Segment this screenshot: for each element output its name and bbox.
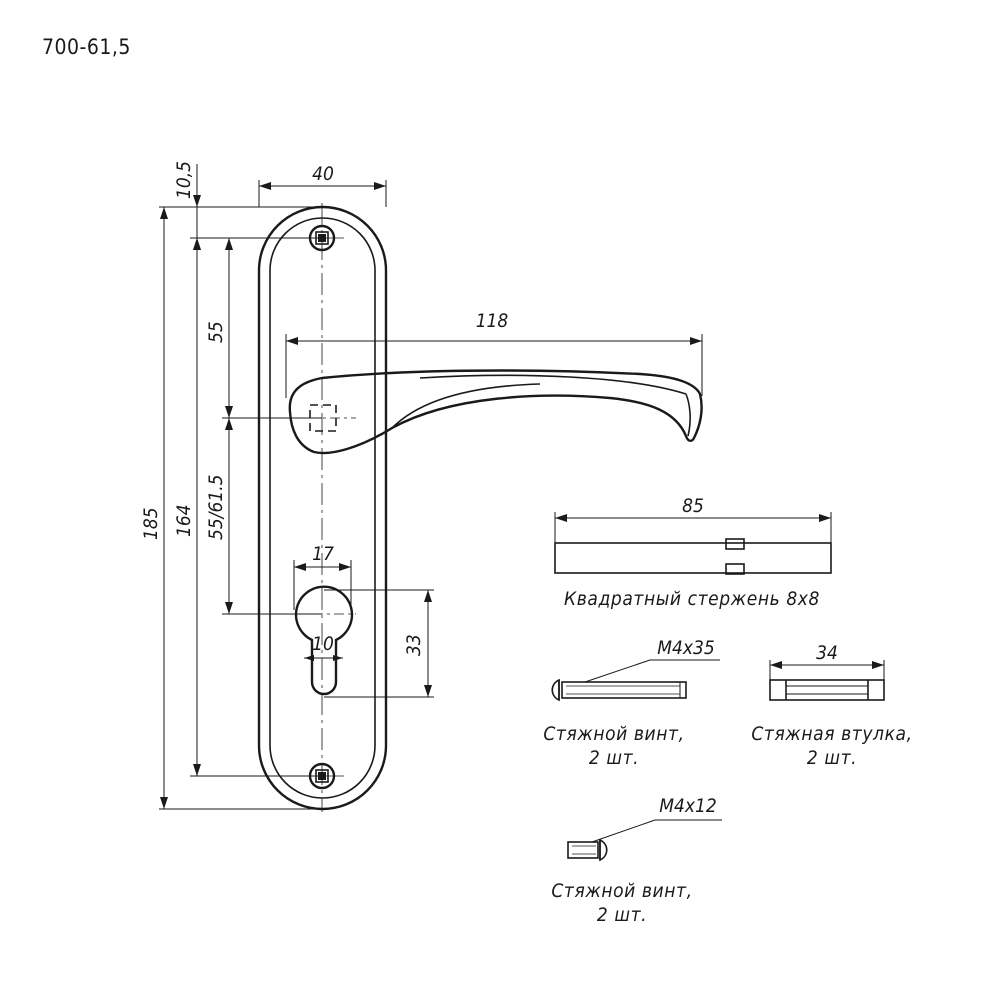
svg-text:85: 85 (682, 495, 704, 517)
short-screw-part: M4x12 Стяжной винт, 2 шт. (551, 795, 722, 926)
dim-cylinder-width: 17 (294, 543, 351, 571)
svg-text:Стяжная втулка,: Стяжная втулка, (751, 723, 912, 745)
center-lines (288, 203, 356, 812)
long-screw-part: M4x35 Стяжной винт, 2 шт. (543, 637, 720, 769)
svg-text:40: 40 (312, 163, 334, 185)
svg-text:Стяжной винт,: Стяжной винт, (551, 880, 692, 902)
svg-text:185: 185 (140, 507, 162, 540)
svg-text:2 шт.: 2 шт. (597, 904, 647, 926)
svg-text:55/61.5: 55/61.5 (205, 474, 227, 540)
svg-text:2 шт.: 2 шт. (807, 747, 857, 769)
sleeve-part: 34 Стяжная втулка, 2 шт. (751, 642, 912, 769)
dim-lever-length: 118 (286, 310, 702, 345)
model-code: 700-61,5 (42, 35, 131, 59)
svg-text:55: 55 (205, 321, 227, 343)
svg-text:164: 164 (173, 504, 195, 537)
svg-text:M4x35: M4x35 (657, 637, 714, 659)
svg-text:33: 33 (403, 634, 425, 656)
svg-text:Квадратный стержень 8x8: Квадратный стержень 8x8 (564, 588, 820, 610)
spindle-part: 85 Квадратный стержень 8x8 (554, 495, 832, 610)
lever-handle (288, 369, 703, 455)
dim-cylinder-height: 33 (403, 590, 432, 697)
svg-text:118: 118 (476, 310, 509, 332)
dim-plate-width: 40 (259, 163, 386, 190)
extension-lines (159, 180, 703, 810)
dim-total-height: 185 (140, 207, 168, 809)
svg-text:Стяжной винт,: Стяжной винт, (543, 723, 684, 745)
backplate (257, 205, 388, 811)
svg-text:10: 10 (312, 633, 334, 655)
svg-text:17: 17 (312, 543, 334, 565)
svg-text:2 шт.: 2 шт. (589, 747, 639, 769)
dim-top-offset: 10,5 (173, 161, 201, 250)
svg-text:M4x12: M4x12 (659, 795, 716, 817)
dim-upper-offset: 55 (205, 238, 233, 418)
dim-screw-spacing: 164 (173, 238, 201, 776)
dim-cylinder-inner: 10 (304, 633, 343, 661)
svg-text:10,5: 10,5 (173, 161, 195, 199)
svg-text:34: 34 (816, 642, 838, 664)
dim-cylinder-offset: 55/61.5 (205, 418, 233, 614)
